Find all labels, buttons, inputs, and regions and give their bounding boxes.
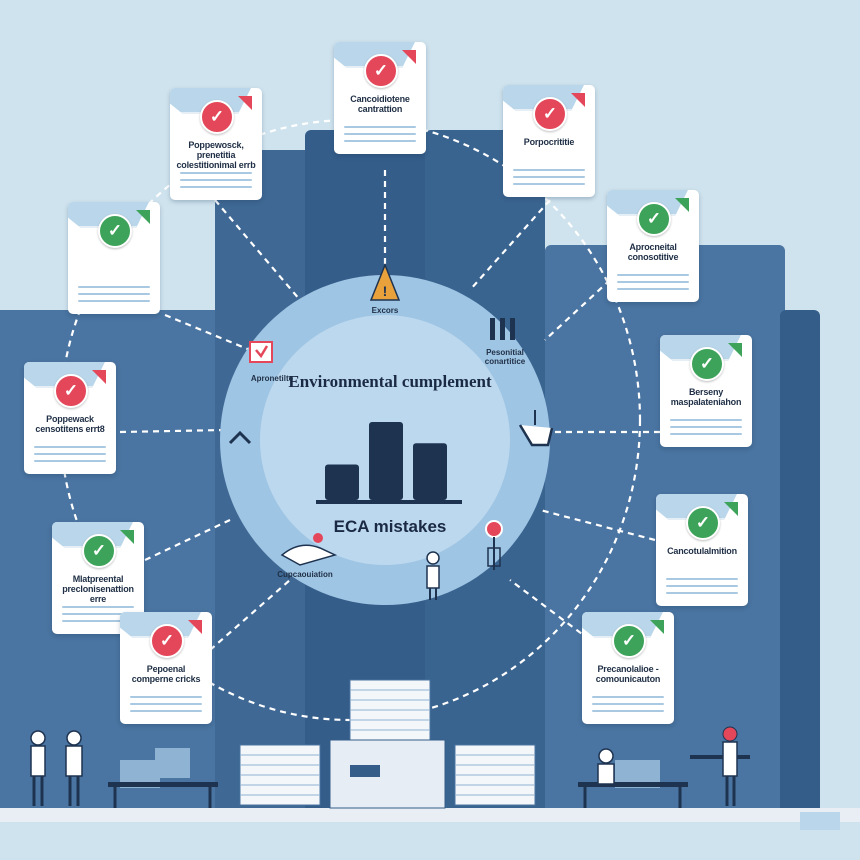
connector-upper-right: [469, 199, 551, 291]
hub-bar-pictogram: [316, 422, 462, 504]
warning-triangle-icon: !: [369, 262, 401, 301]
card-label: Cancotulalmition: [667, 546, 737, 556]
card-label: Porpocrititie: [523, 137, 575, 147]
connector-right-3: [539, 508, 656, 542]
card-flag-icon: [238, 96, 252, 110]
connector-right-4: [509, 579, 591, 641]
card-right-4[interactable]: ✓ Precanolalioe - comounicauton: [582, 612, 674, 724]
floor-tab: [800, 812, 840, 830]
check-mark-icon: ✓: [82, 534, 116, 568]
card-top-center[interactable]: ✓ Cancoidiotene cantrattion: [334, 42, 426, 154]
card-text-lines: [666, 573, 738, 594]
card-left-3[interactable]: ✓ Mlatpreental preclonisenattion erre: [52, 522, 144, 634]
card-text-lines: [130, 691, 202, 712]
hub-label-left-lower: Cupcaouiation: [277, 570, 333, 579]
card-label: Mlatpreental preclonisenattion erre: [62, 574, 134, 604]
card-flag-icon: [571, 93, 585, 107]
worker-icon: [280, 533, 338, 566]
card-text-lines: [62, 601, 134, 622]
connector-left-4: [209, 579, 291, 651]
floor-shelf: [0, 808, 860, 822]
check-mark-icon: ✓: [612, 624, 646, 658]
hub-label-right-upper: Pesonitial conartitice: [484, 348, 526, 366]
card-text-lines: [78, 281, 150, 302]
alert-pin-icon: [485, 520, 503, 570]
card-text-lines: [617, 269, 689, 290]
check-mark-icon: ✓: [637, 202, 671, 236]
card-flag-icon: [120, 530, 134, 544]
card-label: Cancoidiotene cantrattion: [350, 94, 410, 114]
hub-label-top: Excors: [371, 306, 399, 315]
hub-bar-2: [369, 422, 403, 500]
card-label: Pepoenal comperne cricks: [131, 664, 201, 684]
card-flag-icon: [402, 50, 416, 64]
office-desk-left: [108, 748, 218, 808]
hub-bar-3: [413, 443, 447, 500]
person-icon: [426, 551, 440, 600]
x-mark-icon: ✓: [200, 100, 234, 134]
card-left-4[interactable]: ✓ Pepoenal comperne cricks: [120, 612, 212, 724]
office-desk-right: [578, 755, 750, 808]
card-label: Berseny maspalateniahon: [670, 387, 742, 407]
card-text-lines: [670, 414, 742, 435]
check-mark-icon: ✓: [686, 506, 720, 540]
card-text-lines: [513, 164, 585, 185]
card-label: Poppewack censotitens errt8: [35, 414, 105, 434]
check-mark-icon: ✓: [98, 214, 132, 248]
card-right-3[interactable]: ✓ Cancotulalmition: [656, 494, 748, 606]
people-icon: [490, 318, 515, 340]
card-text-lines: [592, 691, 664, 712]
card-flag-icon: [675, 198, 689, 212]
card-text-lines: [34, 441, 106, 462]
card-flag-icon: [188, 620, 202, 634]
card-left-2[interactable]: ✓ Poppewack censotitens errt8: [24, 362, 116, 474]
card-label: Aprocneital conosotitive: [627, 242, 679, 262]
basket-icon: [518, 410, 554, 447]
card-label: Poppewosck, prenetitia colestitionimal e…: [176, 140, 256, 170]
x-mark-icon: ✓: [533, 97, 567, 131]
hub-subtitle: ECA mistakes: [333, 517, 447, 536]
card-text-lines: [180, 167, 252, 188]
x-mark-icon: ✓: [54, 374, 88, 408]
connector-left-3: [144, 519, 231, 561]
card-label: Precanolalioe - comounicauton: [595, 664, 661, 684]
check-mark-icon: ✓: [690, 347, 724, 381]
card-right-1[interactable]: ✓ Aprocneital conosotitive: [607, 190, 699, 302]
card-flag-icon: [728, 343, 742, 357]
x-mark-icon: [249, 341, 273, 363]
card-flag-icon: [724, 502, 738, 516]
connector-left-1: [164, 313, 251, 352]
hub-bar-baseline: [316, 500, 462, 504]
svg-text:!: !: [383, 283, 388, 299]
card-left-1[interactable]: ✓: [68, 202, 160, 314]
card-flag-icon: [136, 210, 150, 224]
card-upper-right[interactable]: ✓ Porpocrititie: [503, 85, 595, 197]
panel-right-edge: [780, 310, 820, 820]
x-mark-icon: ✓: [364, 54, 398, 88]
people-figures: [30, 726, 738, 806]
card-text-lines: [344, 121, 416, 142]
x-mark-icon: ✓: [150, 624, 184, 658]
paper-stacks: [239, 679, 536, 809]
hub-bar-1: [325, 464, 359, 500]
hub-label-left: Apronetilte: [250, 374, 294, 383]
connector-right-1: [544, 279, 611, 341]
card-flag-icon: [650, 620, 664, 634]
card-right-2[interactable]: ✓ Berseny maspalateniahon: [660, 335, 752, 447]
card-upper-left[interactable]: ✓ Poppewosck, prenetitia colestitionimal …: [170, 88, 262, 200]
hub-title: Environmental cumplement: [288, 372, 492, 391]
chevron-up-icon: [228, 430, 252, 445]
card-flag-icon: [92, 370, 106, 384]
